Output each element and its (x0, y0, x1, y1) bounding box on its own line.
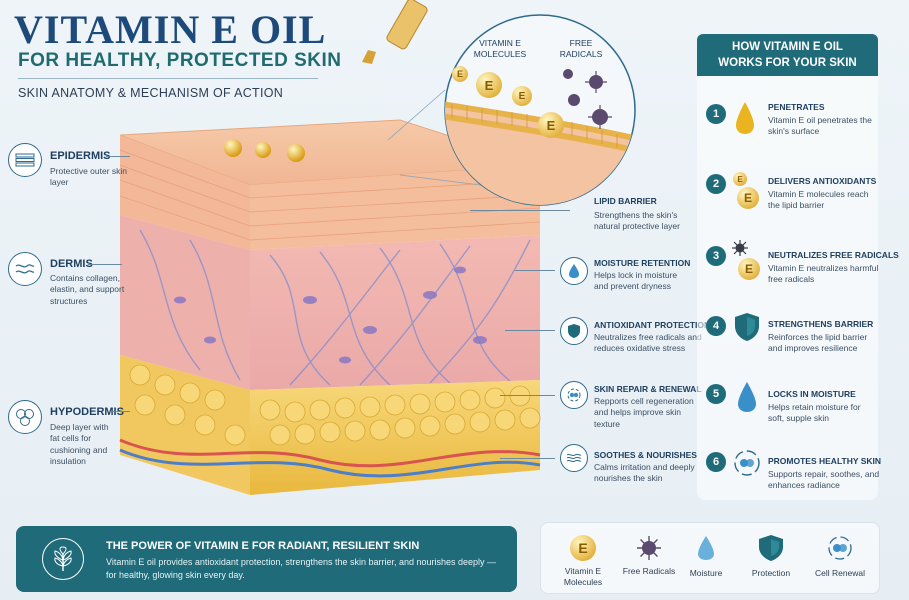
step-title: NEUTRALIZES FREE RADICALS (768, 250, 899, 260)
how-it-works-header: HOW VITAMIN E OIL WORKS FOR YOUR SKIN (697, 34, 878, 76)
epidermis-title: EPIDERMIS (50, 150, 111, 162)
title-divider (18, 78, 318, 79)
vitamin-e-molecules-label: VITAMIN E MOLECULES (473, 38, 527, 59)
step-desc: Supports repair, soothes, and enhances r… (768, 469, 880, 491)
lipid-barrier-title: LIPID BARRIER (594, 196, 657, 206)
lipid-barrier-zoom-circle (444, 14, 636, 206)
vitamin-e-molecule-icon: E (452, 66, 468, 82)
fat-cells-icon (8, 400, 42, 434)
step-number: 3 (706, 246, 726, 266)
step-desc: Helps retain moisture for soft, supple s… (768, 402, 861, 424)
section-heading: SKIN ANATOMY & MECHANISM OF ACTION (18, 86, 284, 100)
moisture-retention-desc: Helps lock in moisture and prevent dryne… (594, 270, 678, 292)
shield-icon (735, 313, 759, 341)
moisture-leader (515, 270, 555, 271)
bottom-banner (16, 526, 517, 592)
vitamin-e-molecule-icon: E (538, 112, 564, 138)
step-number: 5 (706, 384, 726, 404)
free-radical-icon (637, 536, 661, 560)
banner-title: THE POWER OF VITAMIN E FOR RADIANT, RESI… (106, 540, 420, 552)
legend-moisture: Moisture (689, 568, 723, 578)
free-radical-icon (563, 69, 612, 129)
skin-repair-title: SKIN REPAIR & RENEWAL (594, 384, 702, 394)
soothes-leader (500, 458, 555, 459)
free-radicals-label: FREE RADICALS (559, 38, 603, 59)
step-title: PENETRATES (768, 102, 825, 112)
waves-icon (560, 444, 588, 472)
moisture-retention-title: MOISTURE RETENTION (594, 258, 691, 268)
shield-icon (759, 535, 783, 561)
oil-drop-icon (736, 102, 754, 134)
wave-icon (8, 252, 42, 286)
how-it-works-title-line1: HOW VITAMIN E OIL (732, 41, 843, 53)
step-desc: Vitamin E molecules reach the lipid barr… (768, 189, 869, 211)
step-title: PROMOTES HEALTHY SKIN (768, 456, 882, 466)
step-title: DELIVERS ANTIOXIDANTS (768, 176, 877, 186)
skin-repair-desc: Repports cell regeneration and helps imp… (594, 396, 694, 429)
step-title: STRENGTHENS BARRIER (768, 319, 874, 329)
how-it-works-panel (697, 34, 878, 500)
leaf-icon (42, 538, 84, 580)
hypodermis-title: HYPODERMIS (50, 406, 124, 418)
legend-vitamin-e: Vitamin E Molecules (563, 566, 603, 587)
free-radical-icon (732, 240, 748, 256)
droplet-icon (560, 257, 588, 285)
epidermis-desc: Protective outer skin layer (50, 166, 128, 188)
hypodermis-leader (112, 411, 130, 412)
antioxidant-leader (505, 330, 555, 331)
soothes-desc: Calms irritation and deeply nourishes th… (594, 462, 695, 484)
cell-renewal-icon (560, 381, 588, 409)
dermis-leader (88, 264, 122, 265)
legend-protection: Protection (751, 568, 791, 578)
soothes-title: SOOTHES & NOURISHES (594, 450, 697, 460)
cell-renewal-icon (734, 450, 760, 476)
step-number: 2 (706, 174, 726, 194)
page-subtitle: FOR HEALTHY, PROTECTED SKIN (18, 50, 342, 71)
legend-cell-renewal: Cell Renewal (814, 568, 866, 578)
skin-cross-section-illustration (119, 0, 541, 495)
how-it-works-title-line2: WORKS FOR YOUR SKIN (718, 56, 857, 69)
cell-renewal-icon (828, 536, 852, 560)
step-number: 1 (706, 104, 726, 124)
vitamin-e-molecule-icon: E (476, 72, 502, 98)
banner-text: Vitamin E oil provides antioxidant prote… (106, 557, 497, 580)
vitamin-e-icon: E (733, 172, 747, 186)
hypodermis-desc: Deep layer with fat cells for cushioning… (50, 422, 109, 467)
epidermis-leader (106, 156, 130, 157)
shield-icon (560, 317, 588, 345)
step-desc: Vitamin E neutralizes harmful free radic… (768, 263, 879, 285)
lipid-barrier-desc: Strengthens the skin's natural protectiv… (594, 210, 680, 232)
page-title: VITAMIN E OIL (14, 7, 327, 52)
dermis-desc: Contains collagen, elastin, and support … (50, 273, 125, 306)
droplet-icon (698, 536, 714, 560)
repair-leader (500, 395, 555, 396)
lipid-barrier-leader (470, 210, 570, 211)
layered-skin-icon (8, 143, 42, 177)
legend-free-radicals: Free Radicals (622, 566, 676, 576)
vitamin-e-molecule-icon: E (512, 86, 532, 106)
droplet-icon (738, 382, 756, 412)
step-number: 4 (706, 316, 726, 336)
vitamin-e-icon: E (737, 187, 759, 209)
step-title: LOCKS IN MOISTURE (768, 389, 856, 399)
dermis-title: DERMIS (50, 258, 93, 270)
step-desc: Vitamin E oil penetrates the skin's surf… (768, 115, 872, 137)
antioxidant-protection-desc: Neutralizes free radicals and reduces ox… (594, 332, 702, 354)
vitamin-e-icon: E (738, 258, 760, 280)
step-number: 6 (706, 452, 726, 472)
step-desc: Reinforces the lipid barrier and improve… (768, 332, 868, 354)
antioxidant-protection-title: ANTIOXIDANT PROTECTION (594, 320, 711, 330)
vitamin-e-icon: E (570, 535, 596, 561)
